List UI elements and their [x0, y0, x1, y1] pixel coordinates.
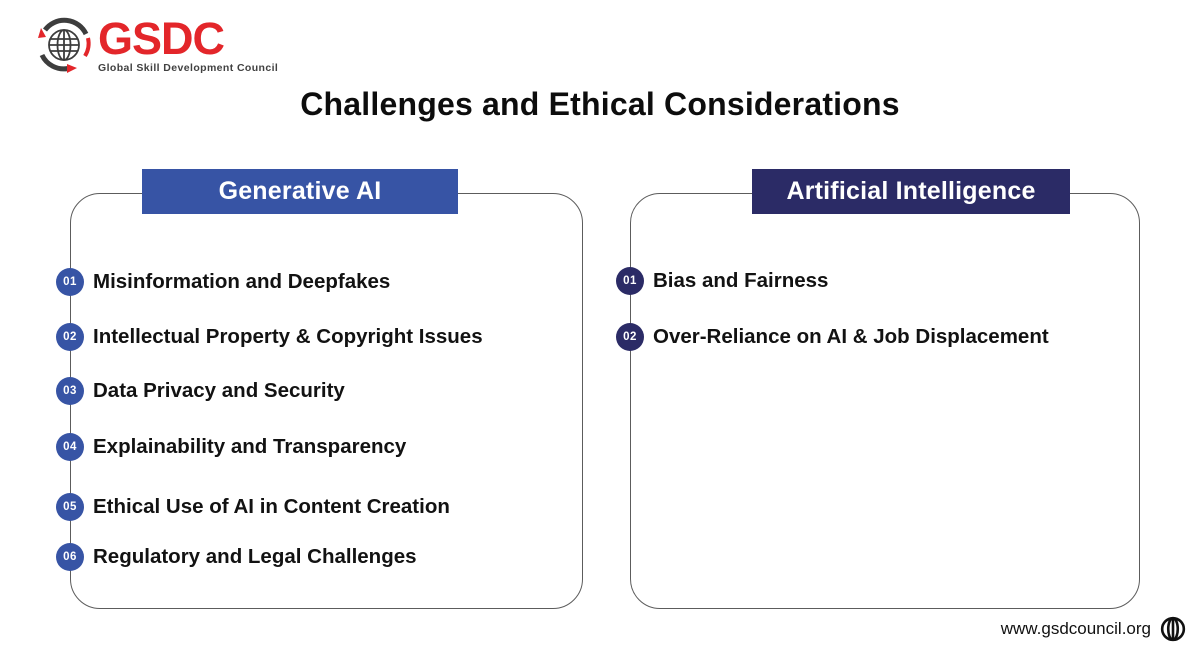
logo-wordmark: GSDC [98, 13, 225, 64]
list-item-ai-2: 02 Over-Reliance on AI & Job Displacemen… [616, 323, 1049, 351]
artificial-intelligence-header-label: Artificial Intelligence [786, 177, 1036, 205]
list-item-generative-5: 05 Ethical Use of AI in Content Creation [56, 493, 450, 521]
item-label: Ethical Use of AI in Content Creation [93, 495, 450, 518]
item-number-badge: 06 [56, 543, 84, 571]
item-label: Misinformation and Deepfakes [93, 270, 391, 293]
item-number-badge: 01 [56, 268, 84, 296]
item-number-badge: 01 [616, 267, 644, 295]
artificial-intelligence-panel [630, 193, 1140, 609]
item-label: Regulatory and Legal Challenges [93, 545, 417, 568]
generative-ai-header-label: Generative AI [218, 177, 382, 205]
generative-ai-header: Generative AI [142, 169, 458, 214]
logo-text: GSDC Global Skill Development Council [98, 13, 279, 75]
list-item-generative-4: 04 Explainability and Transparency [56, 433, 406, 461]
item-number-badge: 04 [56, 433, 84, 461]
list-item-generative-6: 06 Regulatory and Legal Challenges [56, 543, 417, 571]
item-number-badge: 03 [56, 377, 84, 405]
globe-icon [1160, 616, 1186, 642]
gsdc-globe-icon [38, 17, 91, 73]
list-item-ai-1: 01 Bias and Fairness [616, 267, 828, 295]
footer: www.gsdcouncil.org [1001, 616, 1186, 642]
list-item-generative-3: 03 Data Privacy and Security [56, 377, 345, 405]
list-item-generative-2: 02 Intellectual Property & Copyright Iss… [56, 323, 483, 351]
footer-website-url: www.gsdcouncil.org [1000, 619, 1151, 638]
page-title: Challenges and Ethical Considerations [300, 86, 900, 122]
gsdc-logo: GSDC Global Skill Development Council [36, 12, 278, 74]
generative-ai-panel [70, 193, 583, 609]
item-number-badge: 02 [616, 323, 644, 351]
list-item-generative-1: 01 Misinformation and Deepfakes [56, 268, 390, 296]
item-label: Explainability and Transparency [93, 435, 407, 458]
artificial-intelligence-header: Artificial Intelligence [752, 169, 1070, 214]
item-number-badge: 05 [56, 493, 84, 521]
item-label: Intellectual Property & Copyright Issues [93, 325, 483, 348]
item-label: Bias and Fairness [653, 269, 829, 292]
item-label: Data Privacy and Security [93, 379, 345, 402]
logo-subtitle: Global Skill Development Council [98, 62, 279, 75]
item-number-badge: 02 [56, 323, 84, 351]
item-label: Over-Reliance on AI & Job Displacement [653, 325, 1049, 348]
